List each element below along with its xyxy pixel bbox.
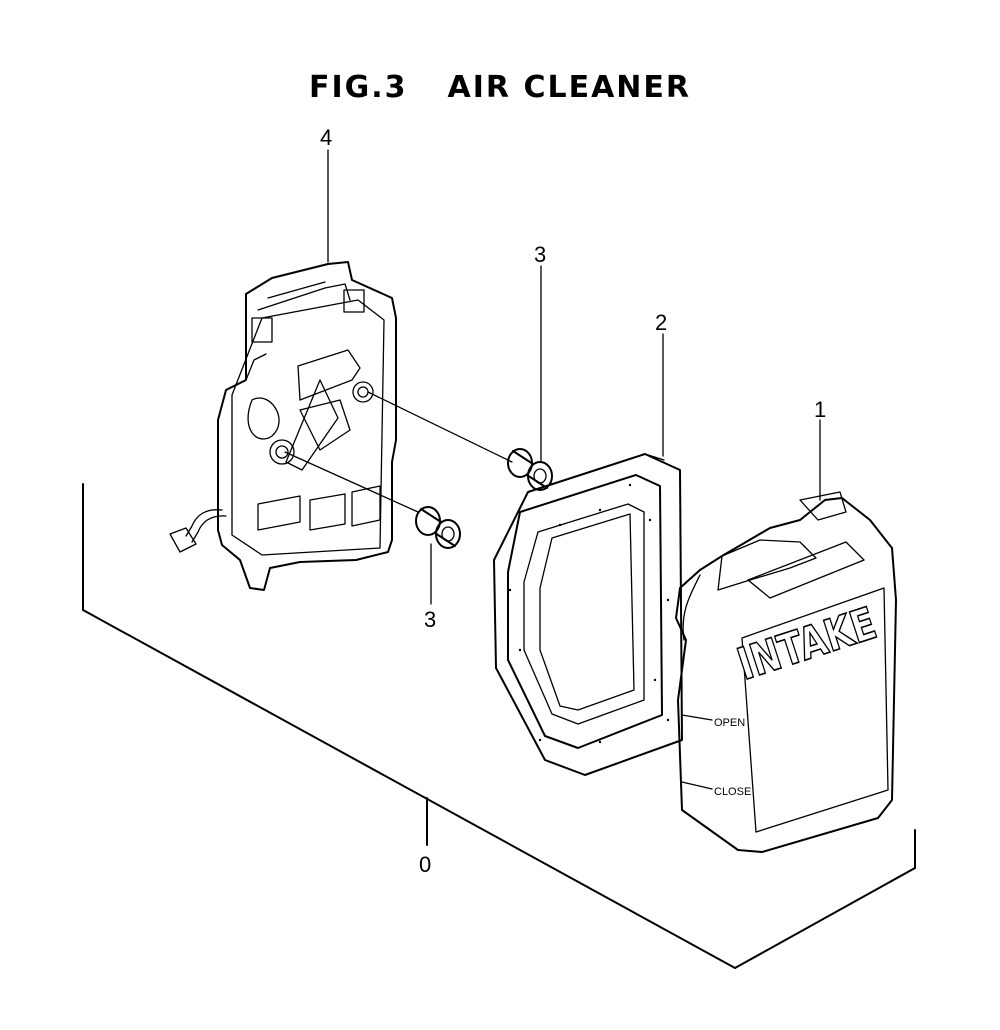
foam-element <box>493 453 683 776</box>
callout-3-bottom: 3 <box>424 607 436 632</box>
cover-close-label: CLOSE <box>714 786 751 798</box>
callout-leaders <box>327 149 821 605</box>
air-cleaner-cover: INTAKE OPEN CLOSE <box>675 491 897 853</box>
figure-number: FIG.3 <box>308 70 408 105</box>
callout-4: 4 <box>320 125 332 150</box>
cover-open-label: OPEN <box>714 717 745 729</box>
assembly-bracket <box>82 483 916 969</box>
figure-title: FIG.3 AIR CLEANER <box>0 70 1000 105</box>
callout-1: 1 <box>814 397 826 422</box>
air-cleaner-base <box>169 261 513 591</box>
spacer-top <box>507 448 553 491</box>
callout-3-top: 3 <box>534 242 546 267</box>
callout-2: 2 <box>655 310 667 335</box>
cover-intake-label: INTAKE <box>732 598 883 690</box>
callout-0: 0 <box>419 852 431 877</box>
figure-name: AIR CLEANER <box>447 70 692 105</box>
spacer-bottom <box>415 506 461 549</box>
